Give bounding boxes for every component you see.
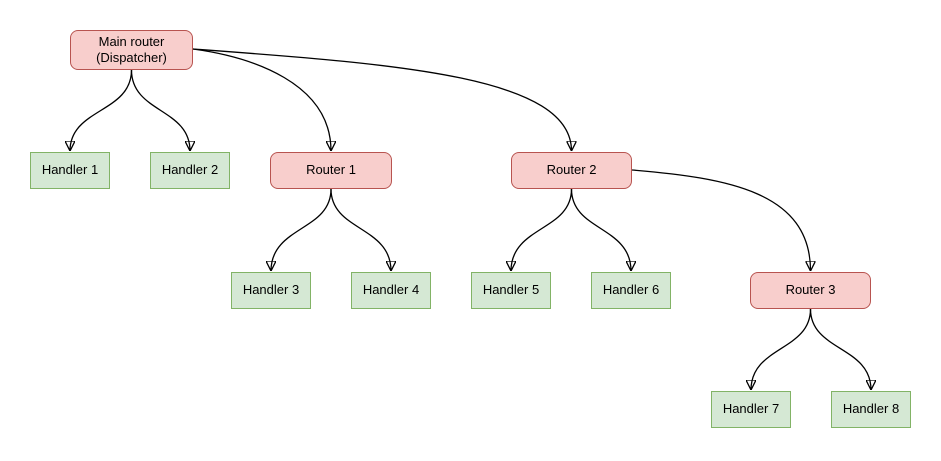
node-handler-2: Handler 2 [150, 152, 230, 189]
node-handler-4: Handler 4 [351, 272, 431, 309]
edge-router-2-to-handler-5 [511, 188, 573, 271]
node-main-router: Main router (Dispatcher) [70, 30, 193, 70]
edge-main-router-to-router-2 [192, 48, 572, 151]
edge-router-1-to-handler-3 [271, 188, 332, 271]
node-handler-3: Handler 3 [231, 272, 311, 309]
edge-router-3-to-handler-8 [809, 308, 872, 390]
edge-router-3-to-handler-7 [751, 308, 812, 390]
node-handler-5: Handler 5 [471, 272, 551, 309]
node-handler-8: Handler 8 [831, 391, 911, 428]
node-handler-1: Handler 1 [30, 152, 110, 189]
edge-main-router-to-router-1 [192, 48, 331, 151]
node-router-3: Router 3 [750, 272, 871, 309]
edge-main-router-to-handler-1 [70, 69, 133, 151]
edge-main-router-to-handler-2 [130, 69, 191, 151]
edge-router-2-to-router-3 [631, 169, 811, 271]
edge-router-1-to-handler-4 [330, 188, 391, 271]
node-router-1: Router 1 [270, 152, 392, 189]
edge-router-2-to-handler-6 [570, 188, 632, 271]
node-router-2: Router 2 [511, 152, 632, 189]
node-handler-6: Handler 6 [591, 272, 671, 309]
node-handler-7: Handler 7 [711, 391, 791, 428]
